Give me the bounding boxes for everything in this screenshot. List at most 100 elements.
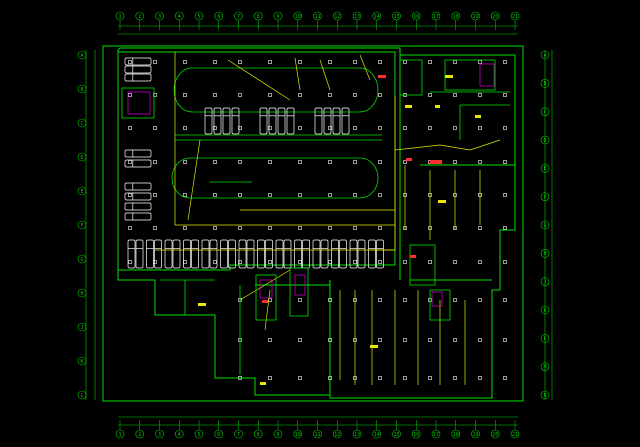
column-icon (213, 160, 217, 164)
column-icon (403, 60, 407, 64)
column-icon (378, 193, 382, 197)
car-icon (265, 239, 273, 269)
axis-bubble-icon: 11 (313, 11, 322, 30)
svg-text:D: D (80, 155, 83, 161)
axis-bubble-icon: L (540, 334, 550, 343)
column-icon (213, 126, 217, 130)
axis-bubble-icon: 5 (194, 420, 204, 439)
car-icon (341, 107, 350, 135)
axis-bubble-icon: G (540, 220, 550, 230)
column-icon (378, 226, 382, 230)
column-icon (238, 126, 242, 130)
column-icon (503, 60, 507, 64)
axis-bubble-icon: 15 (392, 11, 401, 30)
electrical-wiring (155, 52, 501, 385)
column-icon (353, 260, 357, 264)
equipment-marks (262, 75, 442, 303)
car-icon (124, 182, 152, 191)
column-icon (478, 260, 482, 264)
axis-bubble-icon: 18 (451, 420, 461, 439)
column-icon (378, 298, 382, 302)
column-icon (503, 160, 507, 164)
column-icon (503, 260, 507, 264)
column-icon (503, 126, 507, 130)
column-icon (328, 193, 332, 197)
column-icon (298, 226, 302, 230)
axis-bubble-icon: K (77, 356, 87, 366)
axis-bubble-icon: 6 (214, 420, 224, 439)
column-icon (503, 376, 507, 380)
car-icon (238, 239, 247, 269)
column-icon (503, 298, 507, 302)
svg-text:11: 11 (314, 14, 320, 20)
column-icon (153, 126, 157, 130)
column-icon (478, 298, 482, 302)
axis-bubble-icon: 15 (392, 420, 401, 439)
svg-text:E: E (80, 189, 83, 195)
svg-text:K: K (80, 359, 83, 365)
svg-text:18: 18 (453, 14, 459, 20)
column-icon (478, 60, 482, 64)
svg-text:19: 19 (472, 432, 478, 438)
axis-bubble-icon: 12 (332, 11, 342, 30)
car-icon (275, 239, 284, 269)
building-outline (102, 45, 524, 402)
svg-text:E: E (543, 166, 546, 172)
column-icon (428, 93, 432, 97)
svg-text:10: 10 (295, 14, 301, 20)
column-icon (453, 298, 457, 302)
column-icon (478, 160, 482, 164)
car-icon (357, 239, 366, 269)
axis-bubble-icon: F (540, 192, 550, 201)
svg-text:16: 16 (413, 432, 419, 438)
axis-bubble-icon: 5 (194, 11, 204, 30)
svg-text:C: C (543, 109, 546, 115)
svg-text:21: 21 (512, 14, 518, 20)
column-icon (238, 376, 242, 380)
axis-bubble-icon: A (540, 50, 550, 60)
svg-text:8: 8 (257, 14, 260, 20)
column-icon (378, 338, 382, 342)
car-icon (124, 192, 152, 201)
column-icon (213, 60, 217, 64)
axis-bubble-icon: 19 (471, 11, 480, 30)
axis-bubble-icon: A (77, 50, 87, 60)
car-icon (314, 107, 323, 135)
car-icon (124, 57, 152, 66)
column-icon (403, 338, 407, 342)
svg-text:18: 18 (453, 432, 459, 438)
axis-bubble-icon: 13 (352, 420, 362, 439)
column-icon (328, 376, 332, 380)
axis-bubble-icon: 8 (253, 11, 263, 30)
column-icon (213, 260, 217, 264)
svg-text:15: 15 (393, 432, 399, 438)
svg-text:M: M (543, 364, 546, 370)
column-icon (428, 338, 432, 342)
axis-bubble-icon: 10 (293, 420, 303, 439)
column-icon (503, 93, 507, 97)
car-icon (124, 73, 152, 82)
svg-text:A: A (543, 53, 546, 59)
interior-walls (121, 59, 510, 375)
column-icon (238, 160, 242, 164)
column-icon (353, 126, 357, 130)
svg-text:7: 7 (237, 432, 240, 438)
svg-text:G: G (80, 257, 83, 263)
column-icon (238, 193, 242, 197)
car-icon (228, 239, 236, 269)
car-icon (146, 239, 154, 269)
car-icon (201, 239, 210, 269)
axis-bubble-icon: C (77, 118, 87, 128)
column-icon (128, 93, 132, 97)
car-icon (124, 149, 152, 158)
svg-text:1: 1 (118, 14, 121, 20)
column-icon (183, 193, 187, 197)
axis-bubble-icon: B (540, 79, 550, 88)
axis-bubble-icon: H (77, 288, 87, 298)
car-icon (283, 239, 292, 269)
axis-bubble-icon: 20 (490, 420, 500, 439)
svg-text:J: J (543, 279, 546, 285)
